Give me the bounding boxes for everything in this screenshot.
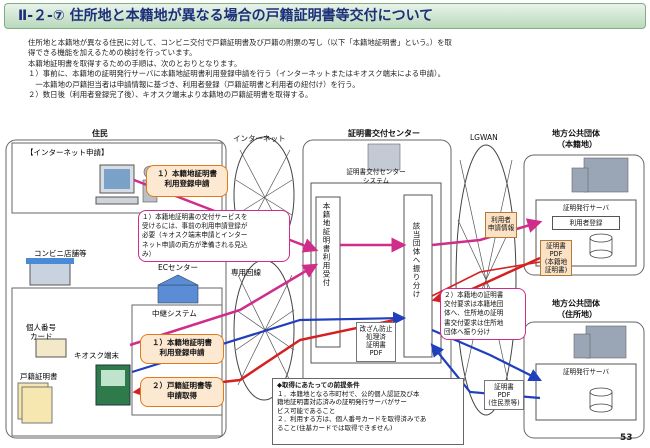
certificate-icon [17,382,53,424]
dedicated-line-label: 専用回線 [231,268,261,277]
intro-text: 住所地と本籍地が異なる住民に対して、コンビニ交付で戸籍証明書及び戸籍の附票の写し… [28,38,638,100]
kiosk-icon [95,364,131,406]
conditions-line: １．本籍地となる市町村で、公的個人認証及び本 [277,389,420,398]
callout-step1-kiosk: １）本籍地証明書 利用登録申請 [140,334,224,364]
residents-region [5,139,227,439]
conditions-box: ◆取得にあたっての前提条件 １．本籍地となる市町村で、公的個人認証及び本 籍地証… [272,378,464,445]
conditions-line: 籍地証明書対応済みの証明発行サーバがサー [277,398,407,407]
residents-label: 住民 [92,129,108,138]
intro-line: 住所地と本籍地が異なる住民に対して、コンビニ交付で戸籍証明書及び戸籍の附票の写し… [28,38,452,47]
computer-icon [95,164,139,205]
intro-line: 本籍地証明書を取得するための手順は、次のとおりとなります。 [28,58,242,68]
internet-application-label: 【インターネット申請】 [26,148,109,157]
tamper-proof-pdf: 改ざん防止 処理済 証明書 PDF [356,322,396,362]
conditions-line: ◆取得にあたっての前提条件 [277,381,360,389]
user-registration-box: 利用者登録 [552,216,620,230]
ec-center-icon [157,274,199,304]
center-system-label-1: 証明書交付センター [346,168,406,176]
mynumber-label-1: 個人番号 [26,323,56,332]
intro-line: 一本籍地の戸籍担当者は申請情報に基づき、利用者登録（戸籍証明書と利用者の紐付け）… [28,79,360,89]
callout-step1-kiosk-2: 利用登録申請 [159,348,205,357]
arrow-kiosk-registration [129,263,319,347]
intro-line: １）事前に、本籍地の証明発行サーバに本籍地証明書利用登録申請を行う（インターネッ… [28,69,446,79]
user-registration-label: 利用者登録 [569,219,603,227]
intro-line: ２）数日後（利用者登録完了後）、キオスク端末より本籍地の戸籍証明書を取得する。 [28,90,313,100]
note-step2-line: 交付要求は本籍地団 [444,300,504,309]
honseki-building-icon [571,157,629,193]
routing-box [403,194,433,358]
note-step1-line: み） [142,249,156,258]
center-system-label-2: システム [362,177,390,185]
jusho-building-icon [573,325,627,359]
reception-label: 本籍地証明書利用受付 [322,202,331,287]
user-application-1: 利用者 [491,216,511,224]
tamper-proof-3: 証明書 [366,341,386,349]
user-application-doc: 利用者 申請情報 [485,212,517,238]
mynumber-card-icon [35,338,67,358]
ec-center-label: ECセンター [158,263,198,272]
cert-server-jusho-label: 証明発行サーバ [562,368,610,376]
convenience-store-label: コンビニ店舗等 [34,249,87,258]
cert-pdf-2: PDF [549,250,563,258]
honseki-database-icon [589,233,613,259]
cert-pdf-3: (本籍地 [544,258,568,266]
jusho-cert-pdf: 証明書 PDF (住民票等) [484,380,524,410]
callout-step2-kiosk-2: 申請取得 [167,391,197,400]
jusho-pdf-2: PDF [497,391,511,399]
convenience-store-icon [26,258,74,286]
kiosk-label: キオスク端末 [74,351,119,360]
note-step1-line: ネット申請の両方が準備される見込 [142,240,248,249]
note-step1-line: 必要（キオスク端末申請とインター [142,231,248,240]
center-label: 証明書交付センター [348,129,420,138]
callout-step2-kiosk-1: ２）戸籍証明書等 [152,381,212,390]
cert-server-honseki-label: 証明発行サーバ [562,204,610,212]
internet-label: インターネット [233,134,286,143]
jusho-pdf-1: 証明書 [494,383,514,391]
jusho-database-icon [589,387,613,413]
tamper-proof-4: PDF [369,349,383,357]
arrow-to-user-registration [431,218,543,247]
note-step2-line: 団体へ振り分け [444,327,491,336]
conditions-line: ビス可能であること [277,406,336,415]
jusho-label-2: （住所地） [557,310,597,319]
honseki-cert-pdf: 証明書 PDF (本籍地 証明書) [540,240,572,276]
jusho-label-1: 地方公共団体 [552,299,600,308]
callout-step1-internet-2: 利用登録申請 [164,179,210,188]
tamper-proof-1: 改ざん防止 [359,325,393,333]
callout-step1-kiosk-1: １）本籍地証明書 [152,338,212,347]
page-title: Ⅱ-２-⑦ 住所地と本籍地が異なる場合の戸籍証明書等交付について [18,8,434,24]
note-step2: ２）本籍地の証明書 交付要求は本籍地団 体へ、住所地の証明 書交付要求は住所地 … [440,288,526,340]
cert-pdf-4: 証明書) [544,266,568,274]
cert-pdf-1: 証明書 [546,242,566,250]
callout-step2-kiosk: ２）戸籍証明書等 申請取得 [140,377,224,407]
conditions-line: ２．利用する方は、個人番号カードを取得済みであ [277,415,427,424]
page-number: 53 [620,433,633,443]
title-bar [4,3,646,29]
tamper-proof-2: 処理済 [366,333,386,341]
note-step2-line: 体へ、住所地の証明 [444,309,504,318]
note-step2-line: 書交付要求は住所地 [444,318,504,327]
koseki-cert-label: 戸籍証明書 [20,372,58,381]
note-step1: １）本籍地証明書の交付サービスを 受けるには、事前の利用申請登録が 必要（キオス… [138,210,290,262]
honseki-label-2: （本籍地） [557,140,597,149]
lgwan-label: LGWAN [470,133,498,142]
jusho-pdf-3: (住民票等) [488,399,520,407]
routing-label: 該当団体へ振り分け [412,222,421,299]
honseki-label-1: 地方公共団体 [552,129,600,138]
callout-step1-internet: １）本籍地証明書 利用登録申請 [146,165,228,197]
callout-step1-internet-1: １）本籍地証明書 [157,169,217,178]
center-building-icon [367,143,401,171]
note-step1-line: 受けるには、事前の利用申請登録が [142,222,248,231]
intro-line: 得できる機能を加えるための検討を行っています。 [28,48,197,58]
note-step1-line: １）本籍地証明書の交付サービスを [142,213,248,221]
conditions-line: ること(住基カードでは取得できません) [277,423,393,432]
relay-system-label: 中継システム [152,309,197,318]
reception-box [315,196,341,348]
user-application-2: 申請情報 [487,224,515,232]
note-step2-line: ２）本籍地の証明書 [444,291,504,299]
mynumber-label-2: カード [30,332,53,341]
jusho-server-box [535,363,637,421]
